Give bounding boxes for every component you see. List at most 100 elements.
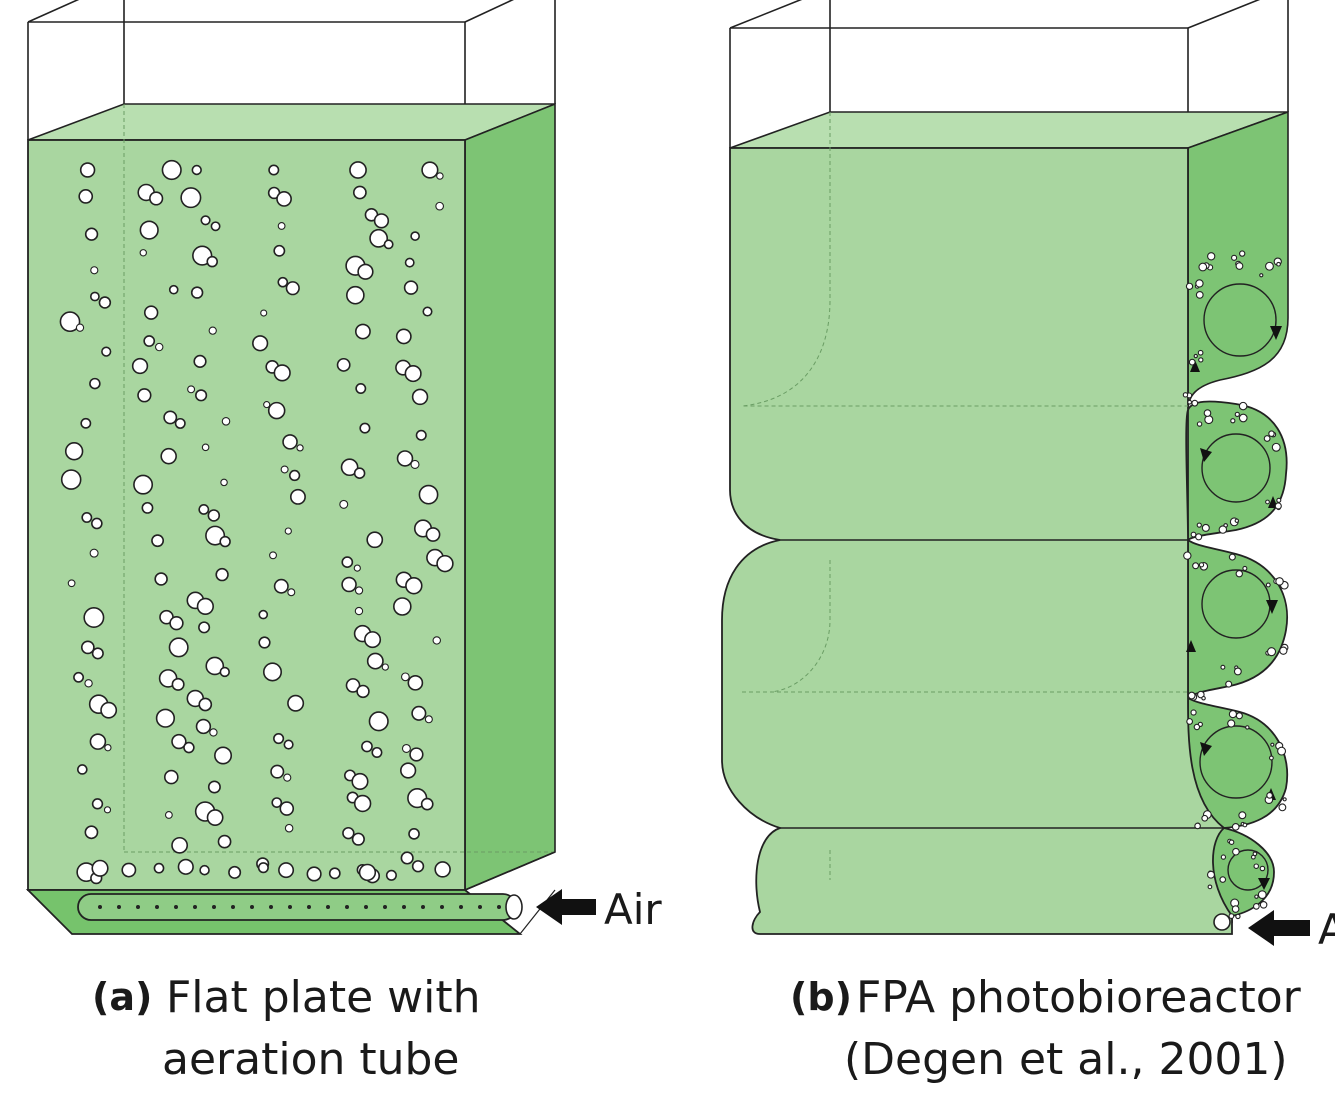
panel-b-front-face [721,147,1233,935]
bubble [1228,710,1238,719]
panel-a-liquid-surface [27,103,556,141]
bubble [262,662,283,682]
panel-a-container-wireframe [27,0,556,140]
bubble [436,554,454,573]
bubble [1228,913,1235,919]
bubble [1278,803,1287,812]
bubble [143,335,156,347]
bubble [271,797,283,808]
bubble [78,189,94,204]
bubble [359,422,371,434]
bubble [81,512,93,523]
bubble [174,417,186,429]
bubble [411,705,427,721]
bubble [83,607,105,628]
bubble [168,284,179,295]
bubble [1268,755,1274,761]
bubble [1182,392,1189,398]
bubble [339,499,349,509]
bubble [1201,814,1209,822]
bubble [79,162,96,178]
bubble [131,357,149,375]
bubble [287,694,305,712]
bubble [191,164,202,176]
aeration-hole [193,905,197,909]
panel-b-caption-line1: FPA photobioreactor [856,972,1302,1023]
bubble [1245,725,1250,730]
bubble [284,527,292,535]
bubble [207,509,221,522]
bubble [351,772,369,790]
panel-b-inlet-nozzle [1213,913,1231,931]
bubble [336,357,351,372]
bubble [195,389,208,402]
aeration-hole [136,905,140,909]
bubble [1235,712,1243,720]
bubble [91,647,104,660]
bubble [385,869,397,881]
bubble [153,862,165,874]
bubble [340,458,359,477]
bubble [64,442,84,461]
panel-b-panel-seams [780,539,1224,829]
bubble [1198,262,1208,272]
bubble [1201,523,1210,532]
bubble [219,535,231,548]
bubble [171,733,187,750]
bubble [1231,905,1240,913]
bubble [349,161,367,179]
bubble [161,159,182,181]
bubble [403,280,419,295]
aeration-hole [307,905,311,909]
bubble [1203,409,1212,417]
bubble [169,615,184,631]
bubble [276,191,292,207]
bubble [98,296,112,309]
aeration-hole [421,905,425,909]
bubble [1193,353,1198,359]
panel-b-tag: (b) [790,975,852,1019]
bubble [221,417,231,426]
bubble [1265,261,1274,271]
bubble [268,164,280,176]
bubble [407,674,424,691]
bubble [1228,839,1235,845]
panel-a-caption-line2: aeration tube [162,1034,460,1085]
bubble [73,671,85,683]
bubble [1204,415,1214,425]
bubble [163,410,178,425]
bubble [400,672,410,682]
bubble [219,666,230,678]
bubble [171,836,189,854]
bubble [353,564,361,572]
bubble [353,467,366,479]
bubble [401,743,411,753]
bubble [1227,719,1236,728]
bubble [1218,525,1228,534]
panel-b-bubbles [1182,250,1289,920]
bubble [143,305,159,320]
bubble [190,286,204,299]
bubble [206,255,218,268]
bubble [89,733,107,750]
bubble [183,741,195,754]
aeration-tube-opening [505,894,523,920]
bubble [89,548,99,558]
panel-a-front-face [27,139,466,891]
bubble [168,637,189,658]
bubble [288,469,301,482]
aeration-holes [98,905,501,909]
bubble [289,488,306,505]
bubble [353,794,372,813]
bubble [278,862,295,879]
bubble [410,231,420,241]
bubble [84,227,99,241]
arrow-left-icon [1248,910,1310,946]
bubble [425,527,441,542]
aeration-hole [288,905,292,909]
bubble [358,863,377,882]
bubble [198,697,213,712]
aeration-hole [231,905,235,909]
bubble [1253,863,1259,869]
bubble [199,864,210,876]
